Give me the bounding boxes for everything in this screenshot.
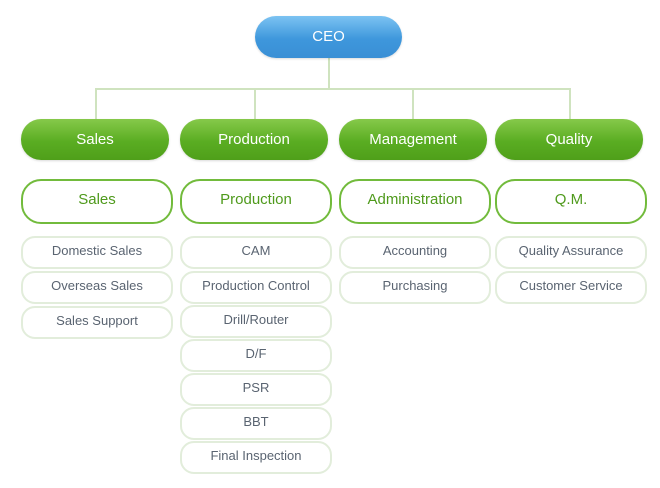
- item-drill-router: Drill/Router: [180, 305, 332, 338]
- item-sales-support: Sales Support: [21, 306, 173, 339]
- item-customer-service: Customer Service: [495, 271, 647, 304]
- item-cam: CAM: [180, 236, 332, 269]
- sub-qm: Q.M.: [495, 179, 647, 224]
- item-quality-assurance: Quality Assurance: [495, 236, 647, 269]
- connector-to-production: [254, 88, 256, 119]
- dept-quality: Quality: [495, 119, 643, 160]
- item-accounting: Accounting: [339, 236, 491, 269]
- connector-ceo-down: [328, 58, 330, 89]
- sub-production: Production: [180, 179, 332, 224]
- connector-to-quality: [569, 88, 571, 119]
- connector-horizontal: [95, 88, 570, 90]
- dept-management: Management: [339, 119, 487, 160]
- item-bbt: BBT: [180, 407, 332, 440]
- item-domestic-sales: Domestic Sales: [21, 236, 173, 269]
- item-df: D/F: [180, 339, 332, 372]
- dept-production: Production: [180, 119, 328, 160]
- item-purchasing: Purchasing: [339, 271, 491, 304]
- item-final-inspection: Final Inspection: [180, 441, 332, 474]
- sub-sales: Sales: [21, 179, 173, 224]
- item-production-control: Production Control: [180, 271, 332, 304]
- ceo-node: CEO: [255, 16, 402, 58]
- dept-sales: Sales: [21, 119, 169, 160]
- connector-to-sales: [95, 88, 97, 119]
- item-overseas-sales: Overseas Sales: [21, 271, 173, 304]
- connector-to-management: [412, 88, 414, 119]
- sub-administration: Administration: [339, 179, 491, 224]
- item-psr: PSR: [180, 373, 332, 406]
